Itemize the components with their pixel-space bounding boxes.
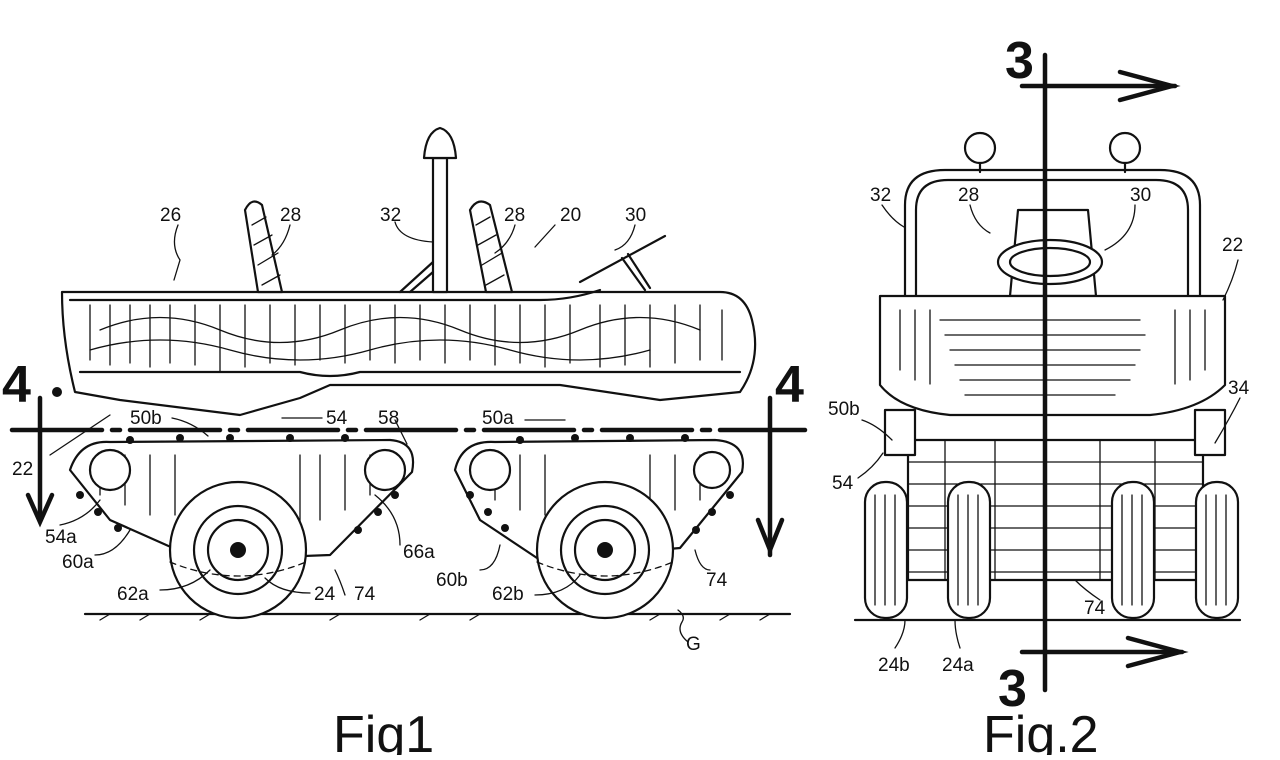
fig1-ref-60b: 60b — [436, 570, 468, 591]
fig1-caption: Fig1 — [333, 706, 434, 755]
fig1-body-top-edge — [68, 288, 602, 302]
fig2-section-label-bottom: 3 — [998, 660, 1027, 718]
fig1-rear-wheel-hidden-line — [169, 561, 307, 577]
fig1-section-arrowhead-left — [25, 492, 55, 528]
fig1-light-mast — [431, 156, 449, 294]
fig1-ref-22: 22 — [12, 459, 33, 480]
fig1-ref-26: 26 — [160, 205, 181, 226]
fig1-ref-54: 54 — [326, 408, 348, 429]
fig2-ref-28: 28 — [958, 185, 979, 206]
fig2-section-label-top: 3 — [1005, 32, 1034, 90]
fig1-ref-28-rear: 28 — [280, 205, 301, 226]
fig1-mast-brace — [398, 260, 435, 294]
fig1-ref-62a: 62a — [117, 584, 149, 605]
fig1-ref-G: G — [686, 634, 701, 655]
fig2-vehicle-body — [878, 294, 1227, 417]
fig2-front-view: 32 28 30 22 50b 34 54 74 24b 24a 3 3 Fig… — [828, 32, 1250, 760]
fig2-leader-lines — [857, 204, 1241, 649]
fig1-side-view: 26 28 32 28 20 30 22 50b 54 58 50a 54a 6… — [2, 126, 808, 760]
fig1-rear-drive-sprocket — [363, 448, 407, 492]
fig1-ref-50b: 50b — [130, 408, 162, 429]
fig1-front-axle — [597, 542, 613, 558]
fig1-section-label-left: 4 — [2, 356, 31, 414]
fig2-caption: Fig.2 — [983, 706, 1099, 755]
fig2-wheel-outer-right — [1194, 480, 1240, 620]
fig2-ref-32: 32 — [870, 185, 891, 206]
fig1-seat-rear — [243, 200, 284, 294]
fig1-section-arrowhead-right — [755, 517, 785, 557]
fig1-ref-50a: 50a — [482, 408, 514, 429]
fig2-wheel-inner-left — [946, 480, 992, 620]
fig2-lamp-right — [1108, 131, 1142, 165]
fig1-ground-hatch — [99, 613, 771, 621]
fig1-ref-20: 20 — [560, 205, 581, 226]
fig1-rear-wheel-hub — [206, 518, 270, 582]
fig2-ref-22: 22 — [1222, 235, 1243, 256]
fig1-ref-66a: 66a — [403, 542, 435, 563]
fig2-ref-50b: 50b — [828, 399, 860, 420]
fig1-seat-front — [468, 200, 514, 294]
fig1-track-cleats — [76, 434, 734, 534]
fig1-rear-wheel-rim — [192, 504, 284, 596]
fig1-rear-idler-sprocket — [88, 448, 132, 492]
fig2-ref-24b: 24b — [878, 655, 910, 676]
fig1-seat-shading — [251, 216, 505, 286]
fig1-lamp — [422, 126, 458, 160]
fig2-section-arrowhead-top — [1117, 69, 1181, 103]
fig1-rear-axle — [230, 542, 246, 558]
fig1-front-drive-sprocket — [692, 450, 732, 490]
fig2-ref-54: 54 — [832, 473, 854, 494]
fig1-front-wheel-hub — [573, 518, 637, 582]
fig1-front-wheel-hidden-line — [536, 561, 674, 577]
fig1-leader-lines — [49, 221, 711, 643]
fig1-steering-column — [620, 252, 652, 292]
fig1-body-shading — [89, 304, 723, 372]
fig2-lamp-left — [963, 131, 997, 165]
fig1-ref-30: 30 — [625, 205, 646, 226]
fig1-ref-32: 32 — [380, 205, 401, 226]
fig2-ref-24a: 24a — [942, 655, 974, 676]
fig1-front-wheel-rim — [559, 504, 651, 596]
fig2-section-arrowhead-bottom — [1125, 635, 1189, 669]
fig1-ref-74-front: 74 — [706, 570, 728, 591]
fig1-body-rub-rail — [78, 370, 742, 378]
fig1-ref-62b: 62b — [492, 584, 524, 605]
fig1-ref-54a: 54a — [45, 527, 77, 548]
fig1-section-label-right: 4 — [775, 356, 804, 414]
fig2-wheel-outer-left — [863, 480, 909, 620]
fig2-right-side-pod — [1193, 408, 1227, 457]
fig2-ref-74: 74 — [1084, 598, 1106, 619]
fig1-ref-60a: 60a — [62, 552, 94, 573]
fig2-roll-bar — [903, 168, 1202, 298]
fig2-steering-wheel-inner — [1008, 246, 1092, 278]
fig1-front-idler-sprocket — [468, 448, 512, 492]
fig2-wheel-treads — [874, 494, 1227, 606]
fig1-ref-58: 58 — [378, 408, 399, 429]
fig2-ref-30: 30 — [1130, 185, 1151, 206]
fig2-steering-wheel — [996, 238, 1104, 286]
fig2-track-cleats — [907, 439, 1204, 581]
fig2-ref-34: 34 — [1228, 378, 1250, 399]
fig2-left-side-pod — [883, 408, 917, 457]
fig1-ref-24: 24 — [314, 584, 336, 605]
fig1-ref-28-front: 28 — [504, 205, 525, 226]
fig1-section-dot — [52, 387, 62, 397]
fig1-ref-74-rear: 74 — [354, 584, 376, 605]
fig2-roll-bar-inner — [914, 178, 1190, 298]
fig2-wheel-inner-right — [1110, 480, 1156, 620]
fig1-vehicle-body — [60, 290, 757, 417]
